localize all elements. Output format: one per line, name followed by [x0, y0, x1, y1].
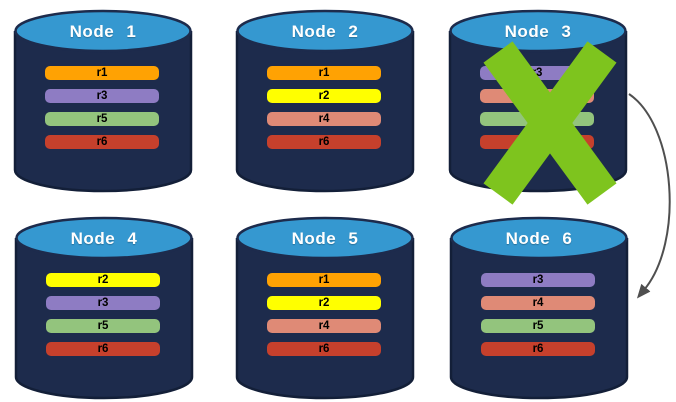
replica-bar: r5 — [481, 319, 595, 333]
node-title: Node 5 — [291, 229, 359, 248]
replica-bar: r2 — [267, 296, 381, 310]
replica-bar: r4 — [267, 112, 381, 126]
replica-bar: r3 — [481, 273, 595, 287]
replica-bar: r1 — [267, 66, 381, 80]
replica-bar: r2 — [46, 273, 160, 287]
node-6: Node 6 r3 r4 r5 r6 — [449, 215, 629, 401]
failure-x-icon — [478, 41, 622, 205]
replica-bar: r5 — [46, 319, 160, 333]
node-title: Node 6 — [505, 229, 573, 248]
node-5: Node 5 r1 r2 r4 r6 — [235, 215, 415, 401]
replica-bar: r3 — [46, 296, 160, 310]
node-title: Node 2 — [291, 22, 359, 41]
replica-bar: r4 — [267, 319, 381, 333]
replica-bar: r6 — [481, 342, 595, 356]
replica-bar: r6 — [267, 135, 381, 149]
replica-bar: r6 — [267, 342, 381, 356]
replica-bar: r1 — [45, 66, 159, 80]
node-title: Node 3 — [504, 22, 572, 41]
replica-bar: r3 — [45, 89, 159, 103]
replica-bar: r6 — [45, 135, 159, 149]
node-2: Node 2 r1 r2 r4 r6 — [235, 8, 415, 194]
replica-bar: r2 — [267, 89, 381, 103]
node-4: Node 4 r2 r3 r5 r6 — [14, 215, 194, 401]
node-title: Node 4 — [70, 229, 138, 248]
replica-bar: r5 — [45, 112, 159, 126]
node-title: Node 1 — [69, 22, 137, 41]
replica-bar: r1 — [267, 273, 381, 287]
replica-bar: r4 — [481, 296, 595, 310]
node-1: Node 1 r1 r3 r5 r6 — [13, 8, 193, 194]
replica-bar: r6 — [46, 342, 160, 356]
